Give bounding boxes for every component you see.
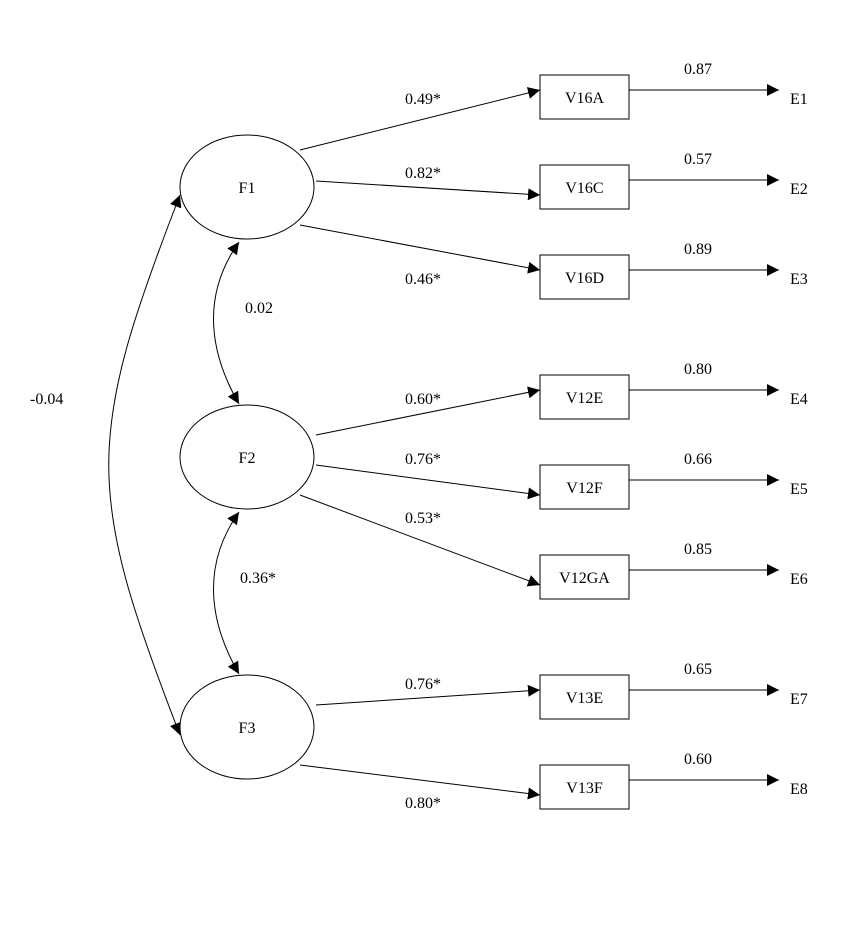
- corr-curve-f2-f3: [213, 511, 240, 675]
- loading-path-v12e: [315, 386, 541, 436]
- indicator-box-v13e: V13E: [539, 674, 630, 720]
- indicator-label: V16C: [565, 180, 603, 197]
- indicator-box-v16d: V16D: [539, 254, 630, 300]
- loading-label-v12ga: 0.53*: [405, 510, 441, 527]
- error-label-e8: E8: [790, 781, 808, 798]
- error-label-e6: E6: [790, 571, 808, 588]
- loading-label-v12f: 0.76*: [405, 451, 441, 468]
- error-label-e5: E5: [790, 481, 808, 498]
- corr-curve-f1-f2: [213, 241, 240, 405]
- indicator-box-v12ga: V12GA: [539, 554, 630, 600]
- factor-label: F2: [239, 450, 256, 467]
- factor-node-f1: F1: [179, 134, 315, 240]
- loading-label-v16d: 0.46*: [405, 271, 441, 288]
- loading-label-v16a: 0.49*: [405, 91, 441, 108]
- loading-path-v16a: [299, 87, 541, 151]
- error-value-e7: 0.65: [684, 661, 712, 678]
- corr-label-f2-f3: 0.36*: [240, 570, 276, 587]
- loading-path-v12f: [315, 464, 541, 500]
- factor-label: F1: [239, 180, 256, 197]
- loading-label-v13f: 0.80*: [405, 795, 441, 812]
- error-value-e1: 0.87: [684, 61, 712, 78]
- loading-path-v16c: [315, 180, 541, 201]
- indicator-box-v16a: V16A: [539, 74, 630, 120]
- indicator-label: V16D: [565, 270, 604, 287]
- error-value-e2: 0.57: [684, 151, 712, 168]
- loading-path-v13e: [315, 684, 541, 706]
- indicator-label: V13E: [566, 690, 603, 707]
- loading-label-v12e: 0.60*: [405, 391, 441, 408]
- indicator-box-v13f: V13F: [539, 764, 630, 810]
- error-value-e6: 0.85: [684, 541, 712, 558]
- corr-label-f1-f2: 0.02: [245, 300, 273, 317]
- error-label-e3: E3: [790, 271, 808, 288]
- error-label-e4: E4: [790, 391, 808, 408]
- error-value-e4: 0.80: [684, 361, 712, 378]
- indicator-label: V12GA: [559, 570, 610, 587]
- indicator-label: V16A: [565, 90, 605, 107]
- error-label-e1: E1: [790, 91, 808, 108]
- loading-path-v16d: [299, 224, 541, 274]
- indicator-label: V12F: [566, 480, 603, 497]
- loading-path-v13f: [299, 764, 541, 800]
- factor-node-f2: F2: [179, 404, 315, 510]
- factor-label: F3: [239, 720, 256, 737]
- indicator-box-v12f: V12F: [539, 464, 630, 510]
- error-value-e8: 0.60: [684, 751, 712, 768]
- loading-label-v16c: 0.82*: [405, 165, 441, 182]
- indicator-label: V12E: [566, 390, 603, 407]
- corr-curve-f1-f3: [108, 194, 182, 736]
- error-value-e3: 0.89: [684, 241, 712, 258]
- error-label-e2: E2: [790, 181, 808, 198]
- indicator-box-v12e: V12E: [539, 374, 630, 420]
- loading-path-v12ga: [299, 494, 541, 587]
- indicator-label: V13F: [566, 780, 603, 797]
- loading-label-v13e: 0.76*: [405, 676, 441, 693]
- error-value-e5: 0.66: [684, 451, 712, 468]
- indicator-box-v16c: V16C: [539, 164, 630, 210]
- corr-label-f1-f3: -0.04: [30, 391, 63, 408]
- factor-node-f3: F3: [179, 674, 315, 780]
- error-label-e7: E7: [790, 691, 808, 708]
